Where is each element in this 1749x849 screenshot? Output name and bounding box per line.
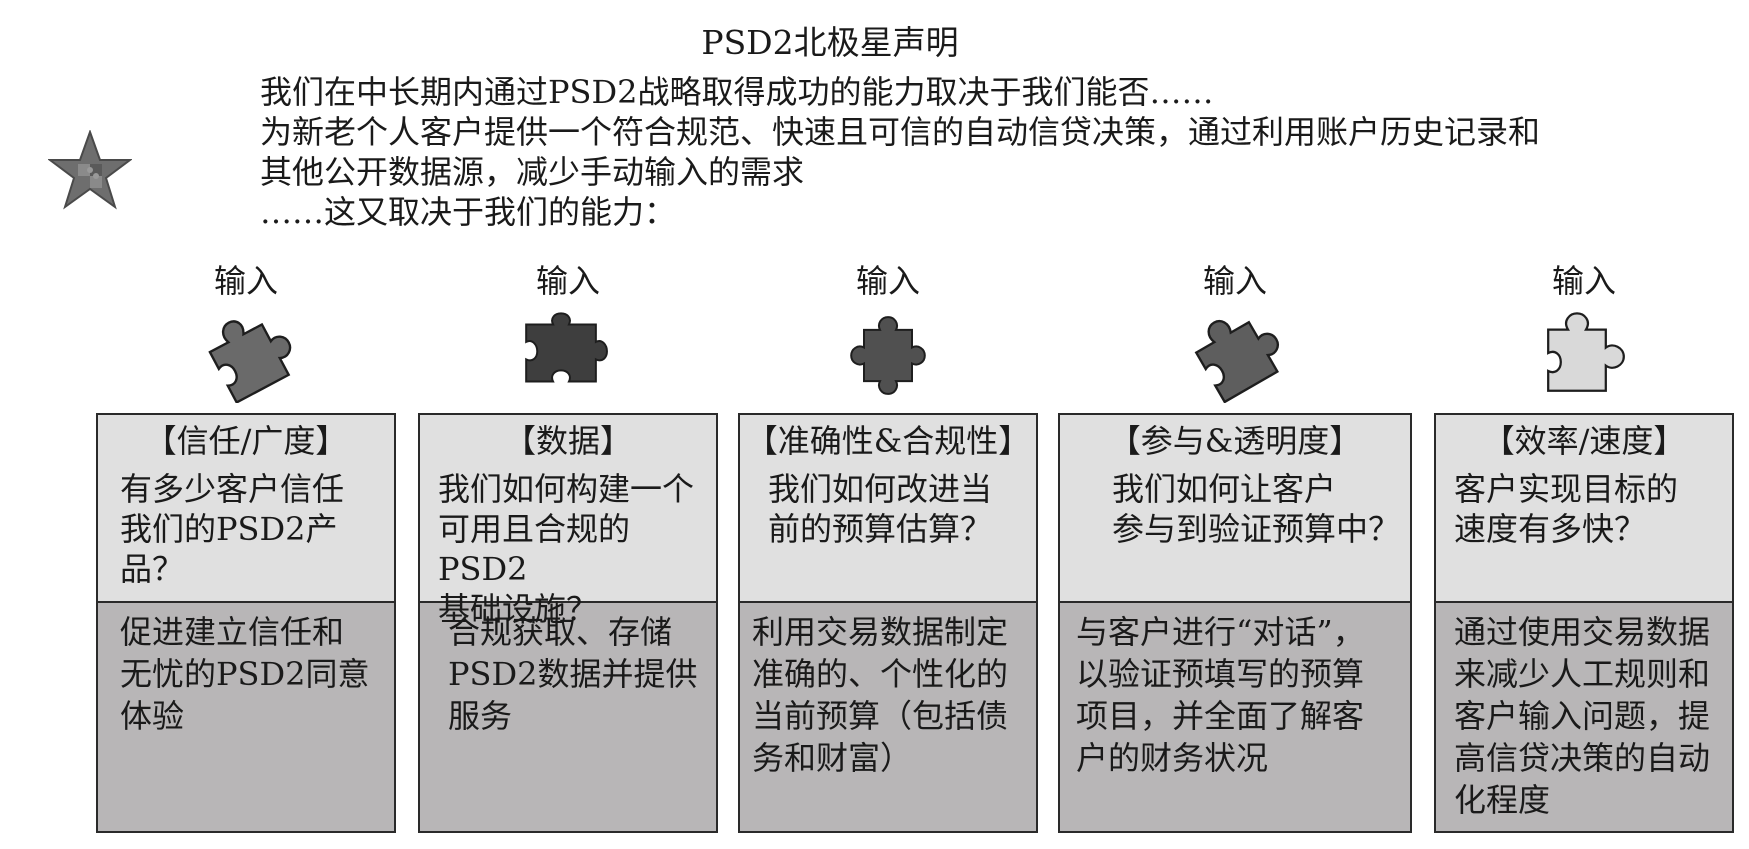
answer-line: 合规获取、存储 xyxy=(448,613,673,651)
question-line: 参与到验证预算中？ xyxy=(1112,510,1401,548)
puzzle-piece-icon xyxy=(850,316,926,395)
question-line: 我们的PSD2产品？ xyxy=(120,510,338,588)
input-label: 输入 xyxy=(1202,262,1267,300)
intro-line: ……这又取决于我们的能力： xyxy=(260,193,677,231)
question-line: 前的预算估算？ xyxy=(768,510,993,548)
column-engagement: 输入 【参与&透明度】 我们如何让客户 参与到验证预算中？ 与客户进行“对话”，… xyxy=(1058,0,1412,849)
question-line: 我们如何改进当 xyxy=(768,470,993,508)
box-answer: 合规获取、存储 PSD2数据并提供 服务 xyxy=(420,603,716,737)
box-question: 客户实现目标的 速度有多快？ xyxy=(1436,465,1732,549)
answer-line: 当前预算（包括债 xyxy=(752,697,1009,735)
question-section: 【数据】 我们如何构建一个 可用且合规的PSD2 基础设施？ xyxy=(420,415,716,628)
intro-line: 其他公开数据源，减少手动输入的需求 xyxy=(260,153,805,191)
box-header: 【准确性&合规性】 xyxy=(745,422,1031,460)
answer-line: 与客户进行“对话”， xyxy=(1076,613,1365,651)
puzzle-piece-icon xyxy=(1547,312,1625,392)
puzzle-piece-icon xyxy=(208,320,292,403)
column-efficiency: 输入 【效率/速度】 客户实现目标的 速度有多快？ 通过使用交易数据 来减少人工… xyxy=(1434,0,1734,849)
question-line: 有多少客户信任 xyxy=(120,470,345,508)
capability-box: 【参与&透明度】 我们如何让客户 参与到验证预算中？ 与客户进行“对话”， 以验… xyxy=(1058,413,1412,833)
box-header: 【参与&透明度】 xyxy=(1108,422,1362,460)
intro-line: 为新老个人客户提供一个符合规范、快速且可信的自动信贷决策，通过利用账户历史记录和 xyxy=(260,113,1541,151)
column-data: 输入 【数据】 我们如何构建一个 可用且合规的PSD2 基础设施？ 合规获取、存… xyxy=(418,0,718,849)
answer-line: PSD2数据并提供 xyxy=(448,655,698,693)
box-header: 【效率/速度】 xyxy=(1482,422,1686,460)
answer-line: 以验证预填写的预算 xyxy=(1076,655,1365,693)
box-header: 【数据】 xyxy=(503,422,632,460)
question-line: 我们如何构建一个 xyxy=(438,470,695,508)
box-question: 我们如何改进当 前的预算估算？ xyxy=(740,465,1036,549)
question-section: 【参与&透明度】 我们如何让客户 参与到验证预算中？ xyxy=(1060,415,1410,603)
answer-line: 来减少人工规则和 xyxy=(1454,655,1711,693)
input-label: 输入 xyxy=(213,262,278,300)
capability-box: 【准确性&合规性】 我们如何改进当 前的预算估算？ 利用交易数据制定 准确的、个… xyxy=(738,413,1038,833)
answer-line: 体验 xyxy=(120,697,185,735)
answer-line: 利用交易数据制定 xyxy=(752,613,1009,651)
box-answer: 促进建立信任和 无忧的PSD2同意 体验 xyxy=(98,603,394,737)
answer-line: 务和财富） xyxy=(752,739,913,777)
puzzle-star-icon xyxy=(48,130,132,210)
answer-line: 化程度 xyxy=(1454,781,1551,819)
question-section: 【效率/速度】 客户实现目标的 速度有多快？ xyxy=(1436,415,1732,603)
answer-line: 客户输入问题，提 xyxy=(1454,697,1711,735)
capability-box: 【数据】 我们如何构建一个 可用且合规的PSD2 基础设施？ 合规获取、存储 P… xyxy=(418,413,718,833)
box-question: 有多少客户信任 我们的PSD2产品？ xyxy=(98,465,394,589)
page-title: PSD2北极星声明 xyxy=(701,23,959,62)
question-line: 我们如何让客户 xyxy=(1112,470,1337,508)
input-label: 输入 xyxy=(855,262,920,300)
question-section: 【准确性&合规性】 我们如何改进当 前的预算估算？ xyxy=(740,415,1036,603)
answer-line: 服务 xyxy=(448,697,513,735)
intro-line: 我们在中长期内通过PSD2战略取得成功的能力取决于我们能否…… xyxy=(260,73,1214,111)
capability-box: 【信任/广度】 有多少客户信任 我们的PSD2产品？ 促进建立信任和 无忧的PS… xyxy=(96,413,396,833)
question-line: 可用且合规的PSD2 xyxy=(438,510,631,588)
answer-line: 促进建立信任和 xyxy=(120,613,345,651)
box-answer: 通过使用交易数据 来减少人工规则和 客户输入问题，提 高信贷决策的自动 化程度 xyxy=(1436,603,1732,821)
puzzle-piece-icon xyxy=(525,312,608,383)
box-answer: 与客户进行“对话”， 以验证预填写的预算 项目，并全面了解客 户的财务状况 xyxy=(1060,603,1410,779)
puzzle-piece-icon xyxy=(1194,319,1279,403)
column-accuracy: 输入 【准确性&合规性】 我们如何改进当 前的预算估算？ 利用交易数据制定 准确… xyxy=(738,0,1038,849)
box-answer: 利用交易数据制定 准确的、个性化的 当前预算（包括债 务和财富） xyxy=(740,603,1036,779)
answer-line: 高信贷决策的自动 xyxy=(1454,739,1711,777)
column-trust: 输入 【信任/广度】 有多少客户信任 我们的PSD2产品？ 促进建立信任和 无忧… xyxy=(96,0,396,849)
answer-line: 项目，并全面了解客 xyxy=(1076,697,1365,735)
question-line: 基础设施？ xyxy=(438,590,599,628)
input-label: 输入 xyxy=(1551,262,1616,300)
input-label: 输入 xyxy=(535,262,600,300)
answer-line: 准确的、个性化的 xyxy=(752,655,1009,693)
box-header: 【信任/广度】 xyxy=(144,422,348,460)
answer-line: 无忧的PSD2同意 xyxy=(120,655,370,693)
answer-line: 户的财务状况 xyxy=(1076,739,1269,777)
question-section: 【信任/广度】 有多少客户信任 我们的PSD2产品？ xyxy=(98,415,394,603)
intro-statement: 我们在中长期内通过PSD2战略取得成功的能力取决于我们能否…… 为新老个人客户提… xyxy=(260,72,1660,232)
box-question: 我们如何让客户 参与到验证预算中？ xyxy=(1060,465,1410,549)
capability-box: 【效率/速度】 客户实现目标的 速度有多快？ 通过使用交易数据 来减少人工规则和… xyxy=(1434,413,1734,833)
answer-line: 通过使用交易数据 xyxy=(1454,613,1711,651)
question-line: 客户实现目标的 xyxy=(1454,470,1679,508)
question-line: 速度有多快？ xyxy=(1454,510,1647,548)
box-question: 我们如何构建一个 可用且合规的PSD2 基础设施？ xyxy=(420,465,716,629)
